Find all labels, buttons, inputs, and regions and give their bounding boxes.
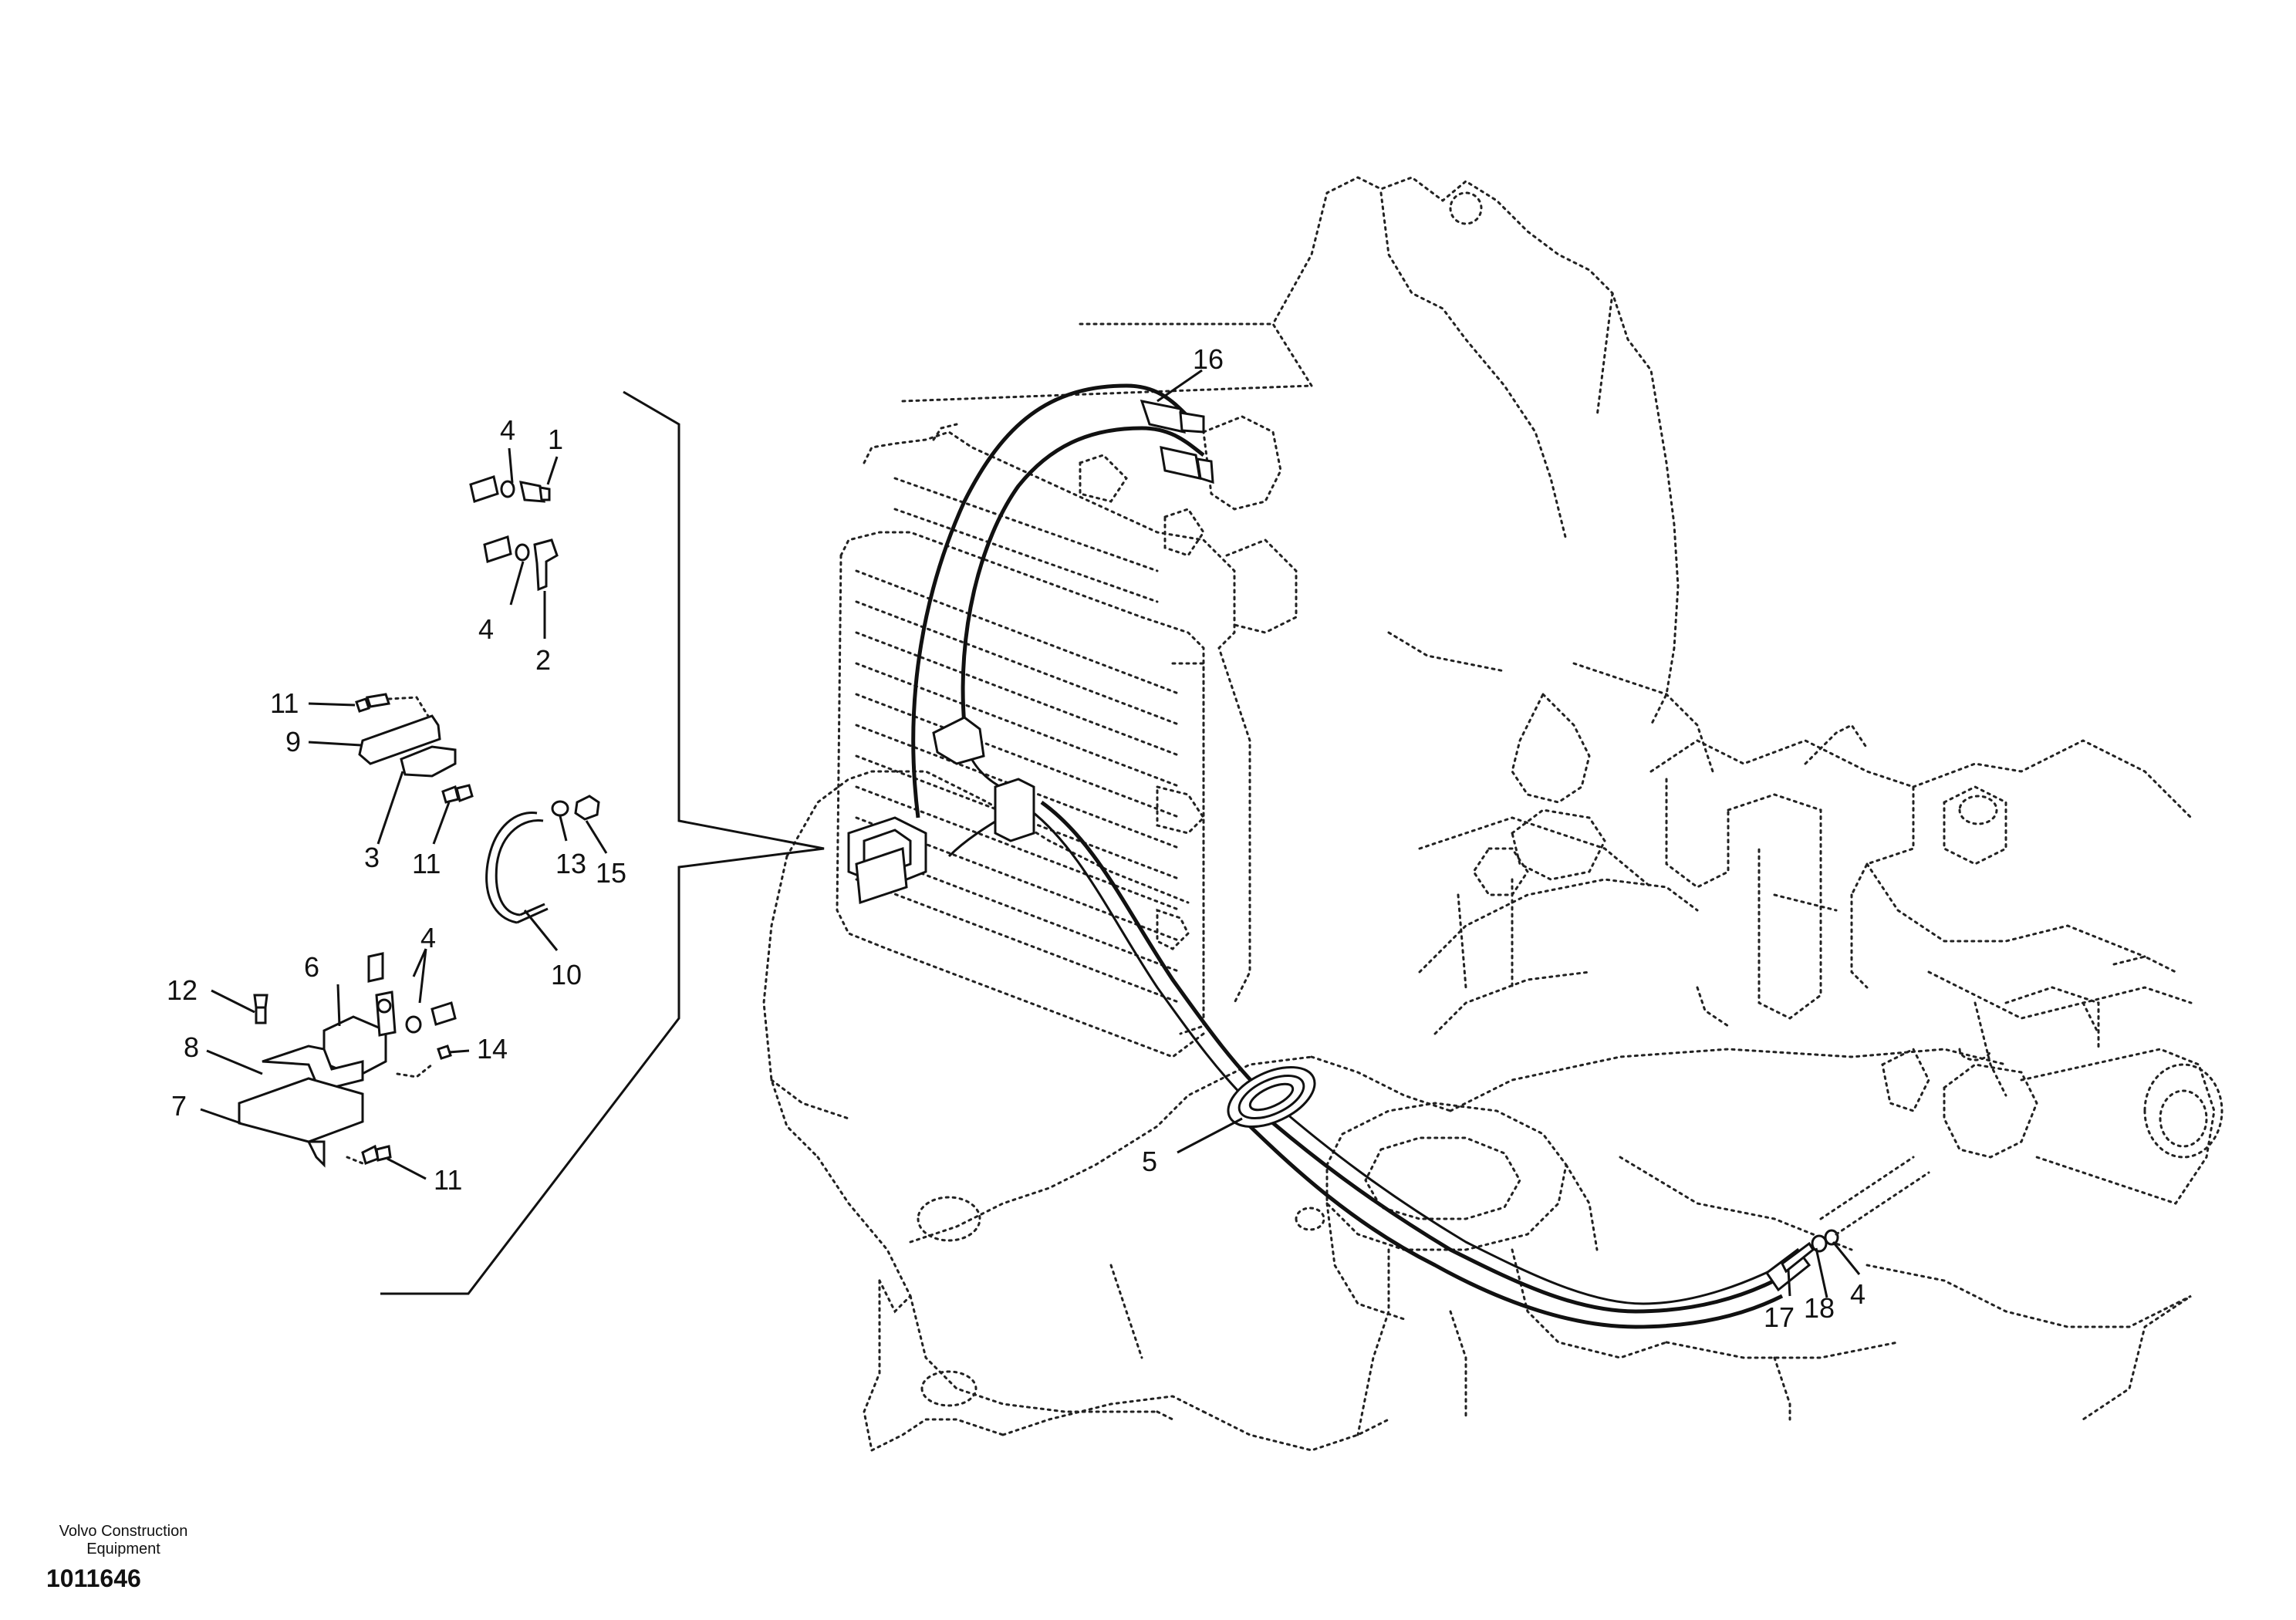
callout-label: 11 [270,687,299,719]
callout-label: 2 [535,644,551,676]
callout-label: 8 [184,1031,199,1063]
detail-clamp-3-9-11 [355,693,474,804]
callout-label: 4 [478,613,494,645]
hose-assembly [847,383,1930,1329]
callout-label: 4 [500,414,515,446]
callout-label: 3 [364,842,380,873]
callout-label: 11 [434,1164,462,1196]
callout-label: 12 [167,974,198,1006]
callout-label: 4 [1850,1278,1866,1310]
company-name-line2: Equipment [86,1541,160,1558]
detail-switch-6-7-8-12-14 [238,952,457,1168]
detail-fittings-1-2-4 [469,475,559,592]
callout-label: 7 [171,1090,187,1122]
callout-label: 13 [555,848,586,879]
upper-frame-outline [762,770,1452,1452]
detail-u-bolt-10-13-15 [485,795,600,924]
callout-label: 5 [1142,1146,1157,1177]
callout-label: 9 [285,726,301,758]
detail-frame [380,390,825,1295]
company-name-line1: Volvo Construction [59,1523,188,1540]
callout-label: 6 [304,951,319,983]
callout-label: 10 [551,959,582,991]
callout-label: 14 [477,1033,508,1065]
callout-label: 15 [596,857,626,889]
callout-labels: 1 2 3 4 4 4 4 5 6 7 8 9 10 11 11 11 12 1… [167,343,1866,1333]
callout-label: 4 [420,922,436,953]
radiator-outline [836,423,1298,1058]
callout-label: 18 [1804,1292,1835,1324]
grommet-5 [1227,1065,1316,1129]
callout-label: 1 [548,424,563,455]
swivel-joint-outline [1881,986,2223,1205]
leader-lines [200,369,1861,1298]
callout-label: 11 [412,848,441,879]
lower-frame-outline [1109,1156,2192,1452]
engine-outline [901,176,1714,804]
drawing-number: 1011646 [46,1564,141,1592]
callout-label: 16 [1193,343,1224,375]
callout-label: 17 [1764,1301,1795,1333]
swing-bearing-outline [1325,1102,1599,1321]
right-frame-outline [1418,724,2193,1112]
